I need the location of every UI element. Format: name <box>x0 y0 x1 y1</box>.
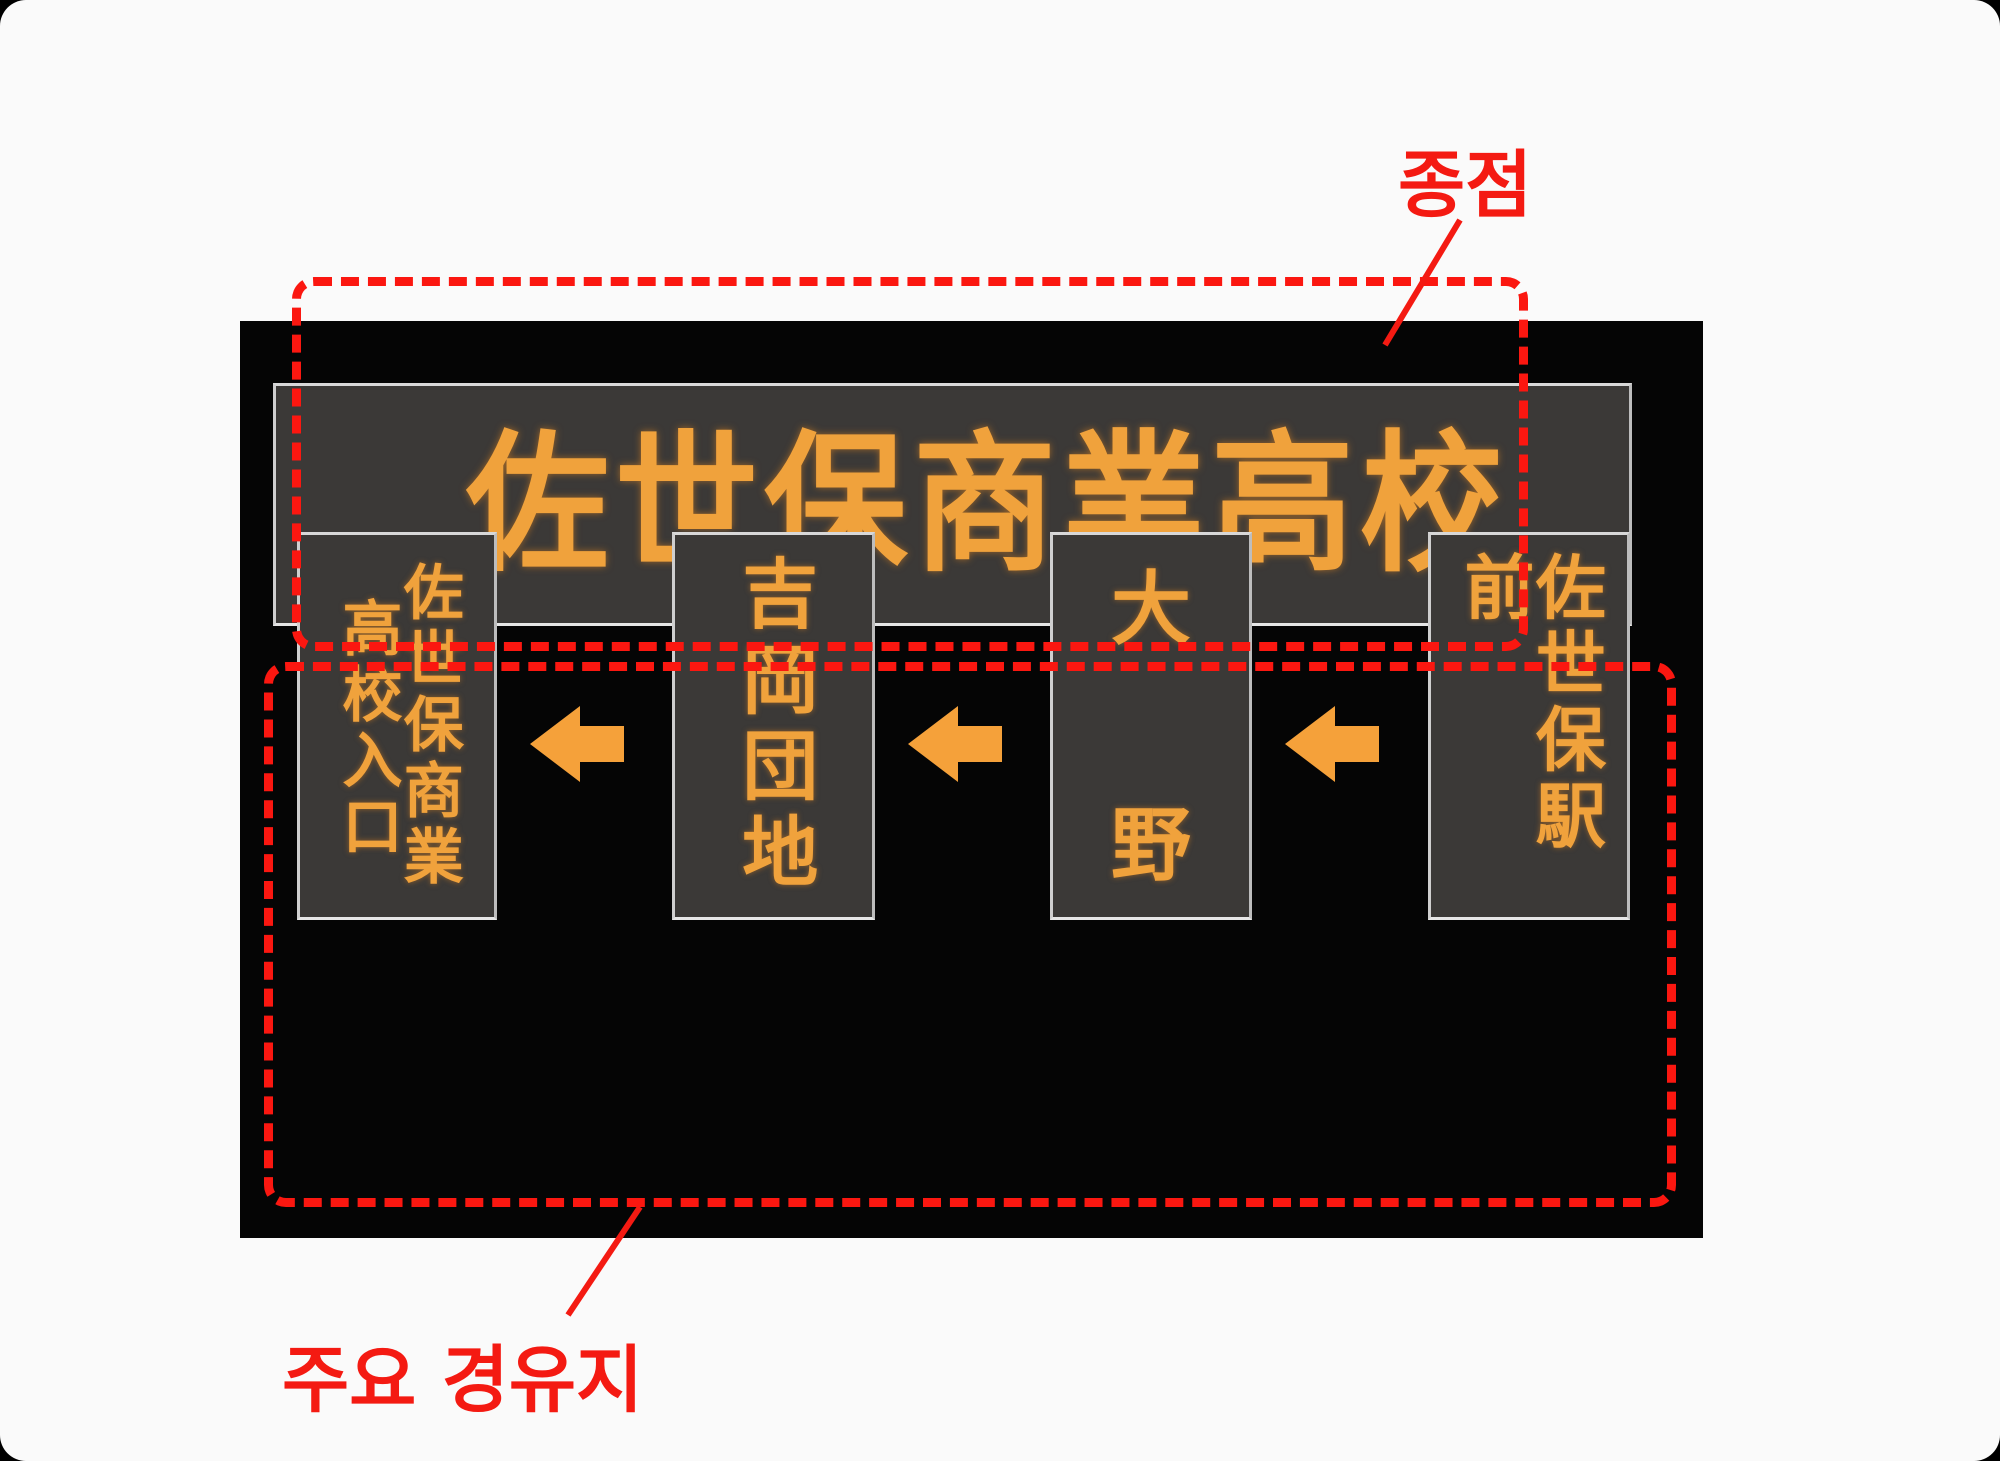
via-stop-columns-4: 佐世保駅前 <box>1431 535 1627 917</box>
via-stop-panel-4: 佐世保駅前 <box>1428 532 1630 920</box>
via-stop-column-right-1: 佐世保商業 <box>393 561 464 891</box>
via-stop-panel-1: 佐世保商業 高校入口 <box>297 532 497 920</box>
callout-label-terminus: 종점 <box>1398 143 1533 228</box>
arrow-left-icon-3 <box>1285 704 1379 784</box>
callout-label-via-stops: 주요 경유지 <box>282 1338 644 1423</box>
arrow-left-icon-1 <box>530 704 624 784</box>
via-stop-column-right-4: 佐世保駅前 <box>1453 551 1607 855</box>
via-stop-columns-2: 吉岡団地 <box>675 535 872 917</box>
via-stop-column-left-1: 高校入口 <box>332 597 402 861</box>
destination-panel: 佐世保商業高校 <box>273 383 1632 626</box>
via-stop-columns-3: 大 野 <box>1053 535 1249 917</box>
via-stop-char: 大 <box>1111 563 1191 656</box>
destination-text: 佐世保商業高校 <box>466 415 1509 594</box>
via-stop-panel-3: 大 野 <box>1050 532 1252 920</box>
bus-destination-sign-board: 佐世保商業高校 佐世保商業 高校入口 吉岡団地 <box>240 321 1703 1238</box>
via-stop-columns-1: 佐世保商業 高校入口 <box>300 535 494 917</box>
arrow-left-icon-2 <box>908 704 1002 784</box>
via-stop-char: 野 <box>1111 799 1191 893</box>
via-stop-panel-2: 吉岡団地 <box>672 532 875 920</box>
via-stop-column-right-2: 吉岡団地 <box>729 554 819 898</box>
via-stop-column-right-3: 大 野 <box>1111 551 1191 901</box>
